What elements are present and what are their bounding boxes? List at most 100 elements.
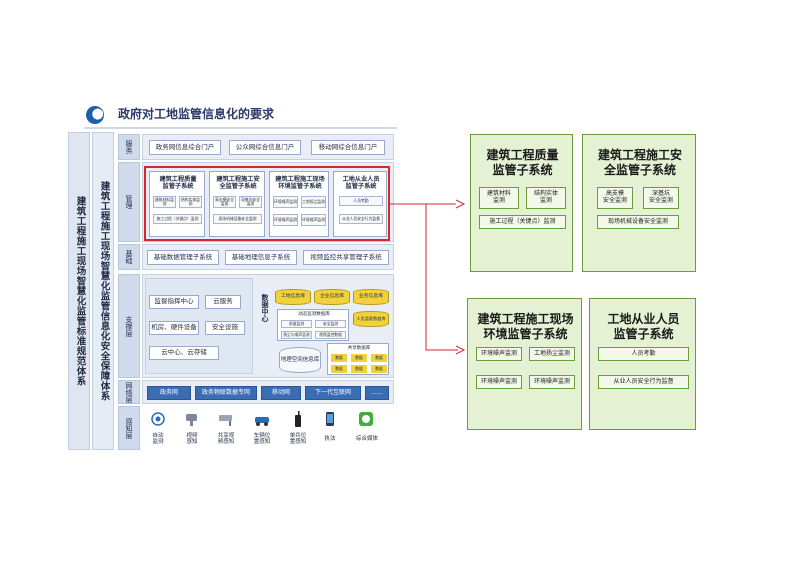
sensor-icon [149,410,167,428]
subsystem-title: 建筑工程质量 监管子系统 [159,175,197,190]
perception-label: 车辆位 置感知 [253,432,271,445]
network-item: 下一代互联网 [305,386,361,400]
geo-database: 地理空间信息库 [279,347,321,373]
dynamic-db-item: 质量监测 [281,320,312,328]
right-box-title: 建筑工程质量 监管子系统 [486,148,559,177]
dynamic-db-item: 安全监测 [315,320,346,328]
security-column-label: 建筑工程施工现场智慧化监管信息化安全保障体系 [98,181,110,401]
walkie-talkie-icon [289,410,307,428]
subsystem-title: 建筑工程施工安 全监管子系统 [216,175,260,190]
standards-column: 建筑工程施工现场智慧化监管标准规范体系 [68,132,90,450]
layer-label-foundation: 基础 [118,244,140,270]
right-box-item: 从业人员安全行为监督 [598,375,689,389]
right-box-quality: 建筑工程质量 监管子系统 建筑材料 监测 结构实体 监测 施工过程（关键点）监测 [470,134,573,272]
layer-label-management: 管理 [118,162,140,242]
security-column: 建筑工程施工现场智慧化监管信息化安全保障体系 [92,132,114,450]
perception-label: 共享视 频感知 [217,432,235,445]
support-item: 安全设施 [205,321,245,335]
right-box-title: 工地从业人员 监管子系统 [607,312,680,341]
media-icon [357,410,375,428]
phone-icon [321,410,339,428]
right-box-item: 高支模 安全监测 [597,187,633,209]
layer-support: 监督指挥中心 云服务 机房、硬件设备 安全设施 云中心、云存储 数据中心 工地信… [142,274,394,378]
shared-db-item: 数据 [331,365,347,373]
right-box-item: 人员考勤 [598,347,689,361]
network-item: 移动网 [261,386,301,400]
dynamic-db-item: 视频监控数据 [315,331,346,339]
subsystem-item: 人员考勤 [339,196,383,206]
service-item: 政务网信息综合门户 [149,140,221,155]
database-cylinder: 人员监管数据库 [353,311,389,327]
layer-label-support: 支撑层 [118,274,140,378]
mgmt-subsystem-personnel: 工地从业人员 监管子系统 人员考勤 从业人员安全行为监督 [333,171,387,237]
mgmt-subsystem-environment: 建筑工程施工现场 环境监管子系统 环境噪声监测 工地扬尘监测 环境噪声监测 环境… [269,171,329,237]
connector-arrows [388,199,466,355]
perception-label: 视频 感知 [186,432,198,445]
shared-db-item: 数据 [371,365,387,373]
subsystem-item: 现场机械设备安全监测 [213,214,262,224]
subsystem-item: 深基坑安全监测 [239,196,262,208]
shared-db-item: 数据 [351,354,367,362]
support-item: 机房、硬件设备 [149,321,199,335]
database-cylinder: 工地信息库 [275,289,311,305]
subsystem-item: 环境噪声监测 [273,214,298,226]
network-item: 政务物联数据专网 [195,386,257,400]
layer-network: 政务网 政务物联数据专网 移动网 下一代互联网 …… [142,380,394,404]
shared-database: 共享数据库 数据 数据 数据 数据 数据 数据 [327,343,389,375]
title-divider [84,127,397,129]
subsystem-item: 结构实体监测 [179,196,202,208]
mgmt-subsystem-quality: 建筑工程质量 监管子系统 建筑材料监测 结构实体监测 施工过程（关键点）监测 [149,171,205,237]
right-box-item: 环境噪声监测 [476,347,522,361]
data-center-label: 数据中心 [261,294,270,322]
subsystem-item: 高支模安全监测 [213,196,236,208]
subsystem-item: 环境噪声监测 [273,196,298,208]
right-box-item: 建筑材料 监测 [479,187,519,209]
perception-label: 自动 监测 [152,432,164,445]
layer-service: 政务网信息综合门户 公众网综合信息门户 移动网综合信息门户 [142,134,394,160]
right-box-environment: 建筑工程施工现场 环境监管子系统 环境噪声监测 工地扬尘监测 环境噪声监测 环境… [467,298,582,430]
standards-column-label: 建筑工程施工现场智慧化监管标准规范体系 [74,196,86,386]
right-box-item: 工地扬尘监测 [529,347,575,361]
perception-label: 综合媒体 [355,435,378,442]
database-cylinder: 企业信息库 [314,289,350,305]
layer-perception: 自动 监测 视频 感知 共享视 频感知 车辆位 置感知 单兵位 置感知 执法 综… [142,406,394,450]
subsystem-item: 环境噪声监测 [301,214,326,226]
subsystem-item: 施工过程（关键点）监测 [153,214,202,224]
shared-db-label: 共享数据库 [347,345,371,351]
title-bullet-icon [86,106,104,124]
right-box-item: 结构实体 监测 [526,187,566,209]
perception-label: 执法 [324,435,336,442]
dynamic-db-item: 扬尘与噪声监测 [281,331,312,339]
subsystem-item: 工地扬尘监测 [301,196,326,208]
database-cylinder: 业务信息库 [353,289,389,305]
shared-db-item: 数据 [371,354,387,362]
dynamic-db-label: 动态监测数据库 [298,311,330,317]
vehicle-icon [253,410,271,428]
support-item: 监督指挥中心 [149,295,199,309]
foundation-item: 视频监控共享管理子系统 [303,250,389,265]
right-box-safety: 建筑工程施工安 全监管子系统 高支模 安全监测 深基坑 安全监测 现场机械设备安… [582,134,696,272]
layer-label-perception: 感知层 [118,406,140,450]
layer-management: 建筑工程质量 监管子系统 建筑材料监测 结构实体监测 施工过程（关键点）监测 建… [142,162,394,242]
right-box-item: 环境噪声监测 [476,375,522,389]
shared-db-item: 数据 [331,354,347,362]
right-box-item: 环境噪声监测 [529,375,575,389]
service-item: 移动网综合信息门户 [311,140,385,155]
mgmt-subsystem-safety: 建筑工程施工安 全监管子系统 高支模安全监测 深基坑安全监测 现场机械设备安全监… [209,171,265,237]
dynamic-monitoring-db: 动态监测数据库 质量监测 安全监测 扬尘与噪声监测 视频监控数据 [277,309,349,341]
camera-icon [183,410,201,428]
subsystem-title: 建筑工程施工现场 环境监管子系统 [275,175,325,190]
diagram-title: 政府对工地监管信息化的要求 [118,107,275,122]
shared-db-item: 数据 [351,365,367,373]
support-item: 云中心、云存储 [149,346,219,360]
layer-label-network: 网络层 [118,380,140,404]
subsystem-item: 建筑材料监测 [153,196,176,208]
perception-label: 单兵位 置感知 [289,432,307,445]
subsystem-item: 从业人员安全行为监督 [339,214,383,224]
network-item: 政务网 [147,386,191,400]
service-item: 公众网综合信息门户 [229,140,301,155]
right-box-personnel: 工地从业人员 监管子系统 人员考勤 从业人员安全行为监督 [589,298,696,430]
layer-foundation: 基础数据管理子系统 基础地理信息子系统 视频监控共享管理子系统 [142,244,394,270]
foundation-item: 基础地理信息子系统 [225,250,297,265]
layer-label-service: 服务 [118,134,140,160]
